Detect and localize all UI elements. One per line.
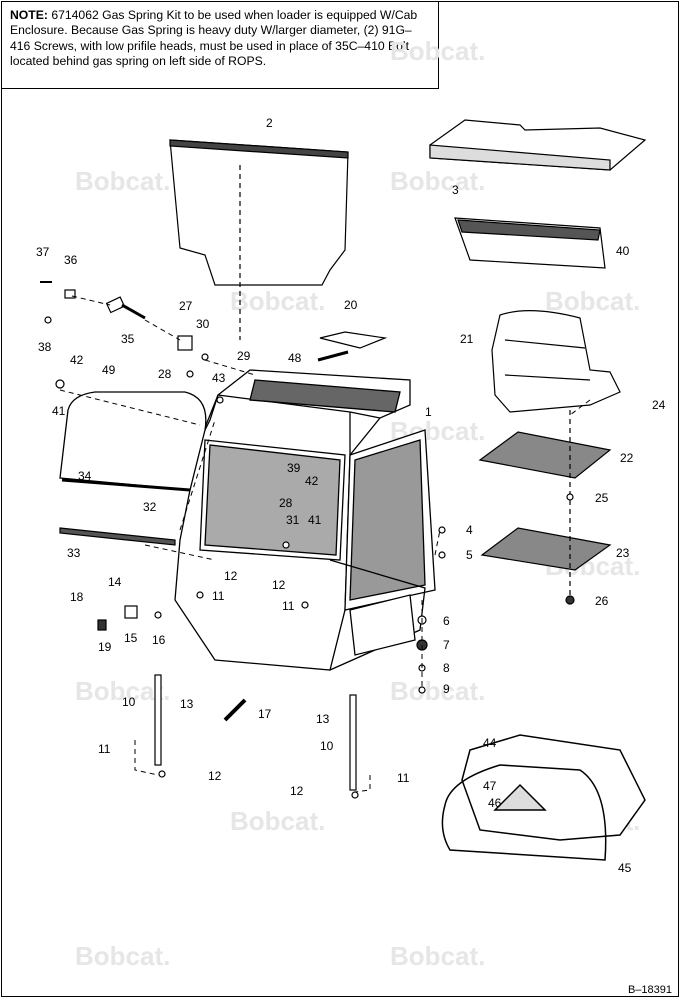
callout-label: 5: [466, 548, 473, 562]
callout-label: 10: [122, 695, 136, 709]
part-window-enclosure: [441, 734, 646, 861]
watermark: Bobcat.: [390, 166, 485, 196]
callout-label: 12: [290, 784, 304, 798]
callout-label: 39: [287, 461, 301, 475]
note-heading: NOTE:: [10, 8, 48, 22]
callout-label: 10: [320, 739, 334, 753]
callout-label: 27: [179, 299, 193, 313]
note-text: 6714062 Gas Spring Kit to be used when l…: [10, 8, 418, 69]
part-seat-pads: [478, 410, 612, 600]
part-plate: [317, 331, 388, 362]
part-rod: [59, 527, 176, 546]
callout-label: 3: [452, 183, 459, 197]
callout-label: 24: [652, 398, 666, 412]
watermark: Bobcat.: [75, 166, 170, 196]
callout-label: 28: [279, 496, 293, 510]
callout-label: 14: [108, 575, 122, 589]
part-grille-plate: [454, 217, 606, 269]
watermark: Bobcat.: [390, 941, 485, 971]
part-hardware: [40, 281, 575, 799]
callout-label: 40: [616, 244, 630, 258]
watermark: Bobcat.: [390, 36, 485, 66]
watermark: Bobcat.: [75, 941, 170, 971]
callout-label: 23: [616, 546, 630, 560]
callout-label: 20: [344, 298, 358, 312]
callout-label: 21: [460, 332, 474, 346]
callout-label: 11: [282, 599, 295, 613]
watermark: Bobcat.: [545, 286, 640, 316]
callout-label: 15: [124, 631, 138, 645]
callout-label: 29: [237, 349, 251, 363]
watermark: Bobcat.: [230, 286, 325, 316]
callout-label: 37: [36, 245, 50, 259]
callout-label: 17: [258, 707, 272, 721]
callout-label: 2: [266, 116, 273, 130]
callout-label: 18: [70, 590, 84, 604]
callout-label: 11: [397, 771, 410, 785]
callout-label: 46: [488, 796, 502, 810]
part-door-glass: [59, 391, 207, 492]
callout-label: 9: [443, 682, 450, 696]
callout-label: 13: [316, 712, 330, 726]
callout-label: 49: [102, 363, 116, 377]
callout-label: 42: [70, 353, 84, 367]
callout-label: 4: [466, 523, 473, 537]
callout-label: 6: [443, 614, 450, 628]
watermark: Bobcat.: [390, 676, 485, 706]
callout-label: 41: [308, 513, 322, 527]
callout-label: 43: [212, 371, 226, 385]
part-seat: [491, 310, 621, 413]
callout-label: 47: [483, 779, 497, 793]
callout-label: 33: [67, 546, 81, 560]
note-box: NOTE: 6714062 Gas Spring Kit to be used …: [1, 1, 439, 89]
callout-label: 35: [121, 332, 135, 346]
part-gas-springs: [154, 674, 357, 791]
callout-label: 30: [196, 317, 210, 331]
callout-label: 38: [38, 340, 52, 354]
callout-label: 41: [52, 404, 66, 418]
document-number: B–18391: [627, 984, 672, 996]
callout-label: 12: [224, 569, 238, 583]
callout-label: 8: [443, 661, 450, 675]
callout-label: 44: [483, 736, 497, 750]
callout-label: 42: [305, 474, 319, 488]
callout-label: 34: [78, 469, 92, 483]
callout-labels: 1 2 3 4 5 6 7 8 9 10 10 11 11 11 11 12 1…: [36, 116, 666, 875]
callout-label: 25: [595, 491, 609, 505]
callout-label: 11: [98, 742, 111, 756]
callout-label: 13: [180, 697, 194, 711]
watermark: Bobcat.: [230, 806, 325, 836]
callout-label: 26: [595, 594, 609, 608]
callout-label: 45: [618, 861, 632, 875]
callout-label: 31: [286, 513, 300, 527]
callout-label: 7: [443, 638, 450, 652]
callout-label: 28: [158, 367, 172, 381]
callout-label: 36: [64, 253, 78, 267]
part-roof-pad: [429, 119, 647, 171]
leader-lines: [59, 295, 591, 793]
part-cab-frame: [174, 369, 436, 671]
callout-label: 11: [212, 589, 225, 603]
callout-label: 19: [98, 640, 112, 654]
part-rear-panel: [169, 139, 349, 340]
callout-label: 12: [272, 578, 286, 592]
callout-label: 12: [208, 769, 222, 783]
callout-label: 22: [620, 451, 634, 465]
callout-label: 32: [143, 500, 157, 514]
callout-label: 16: [152, 633, 166, 647]
callout-label: 48: [288, 351, 302, 365]
callout-label: 1: [425, 405, 432, 419]
